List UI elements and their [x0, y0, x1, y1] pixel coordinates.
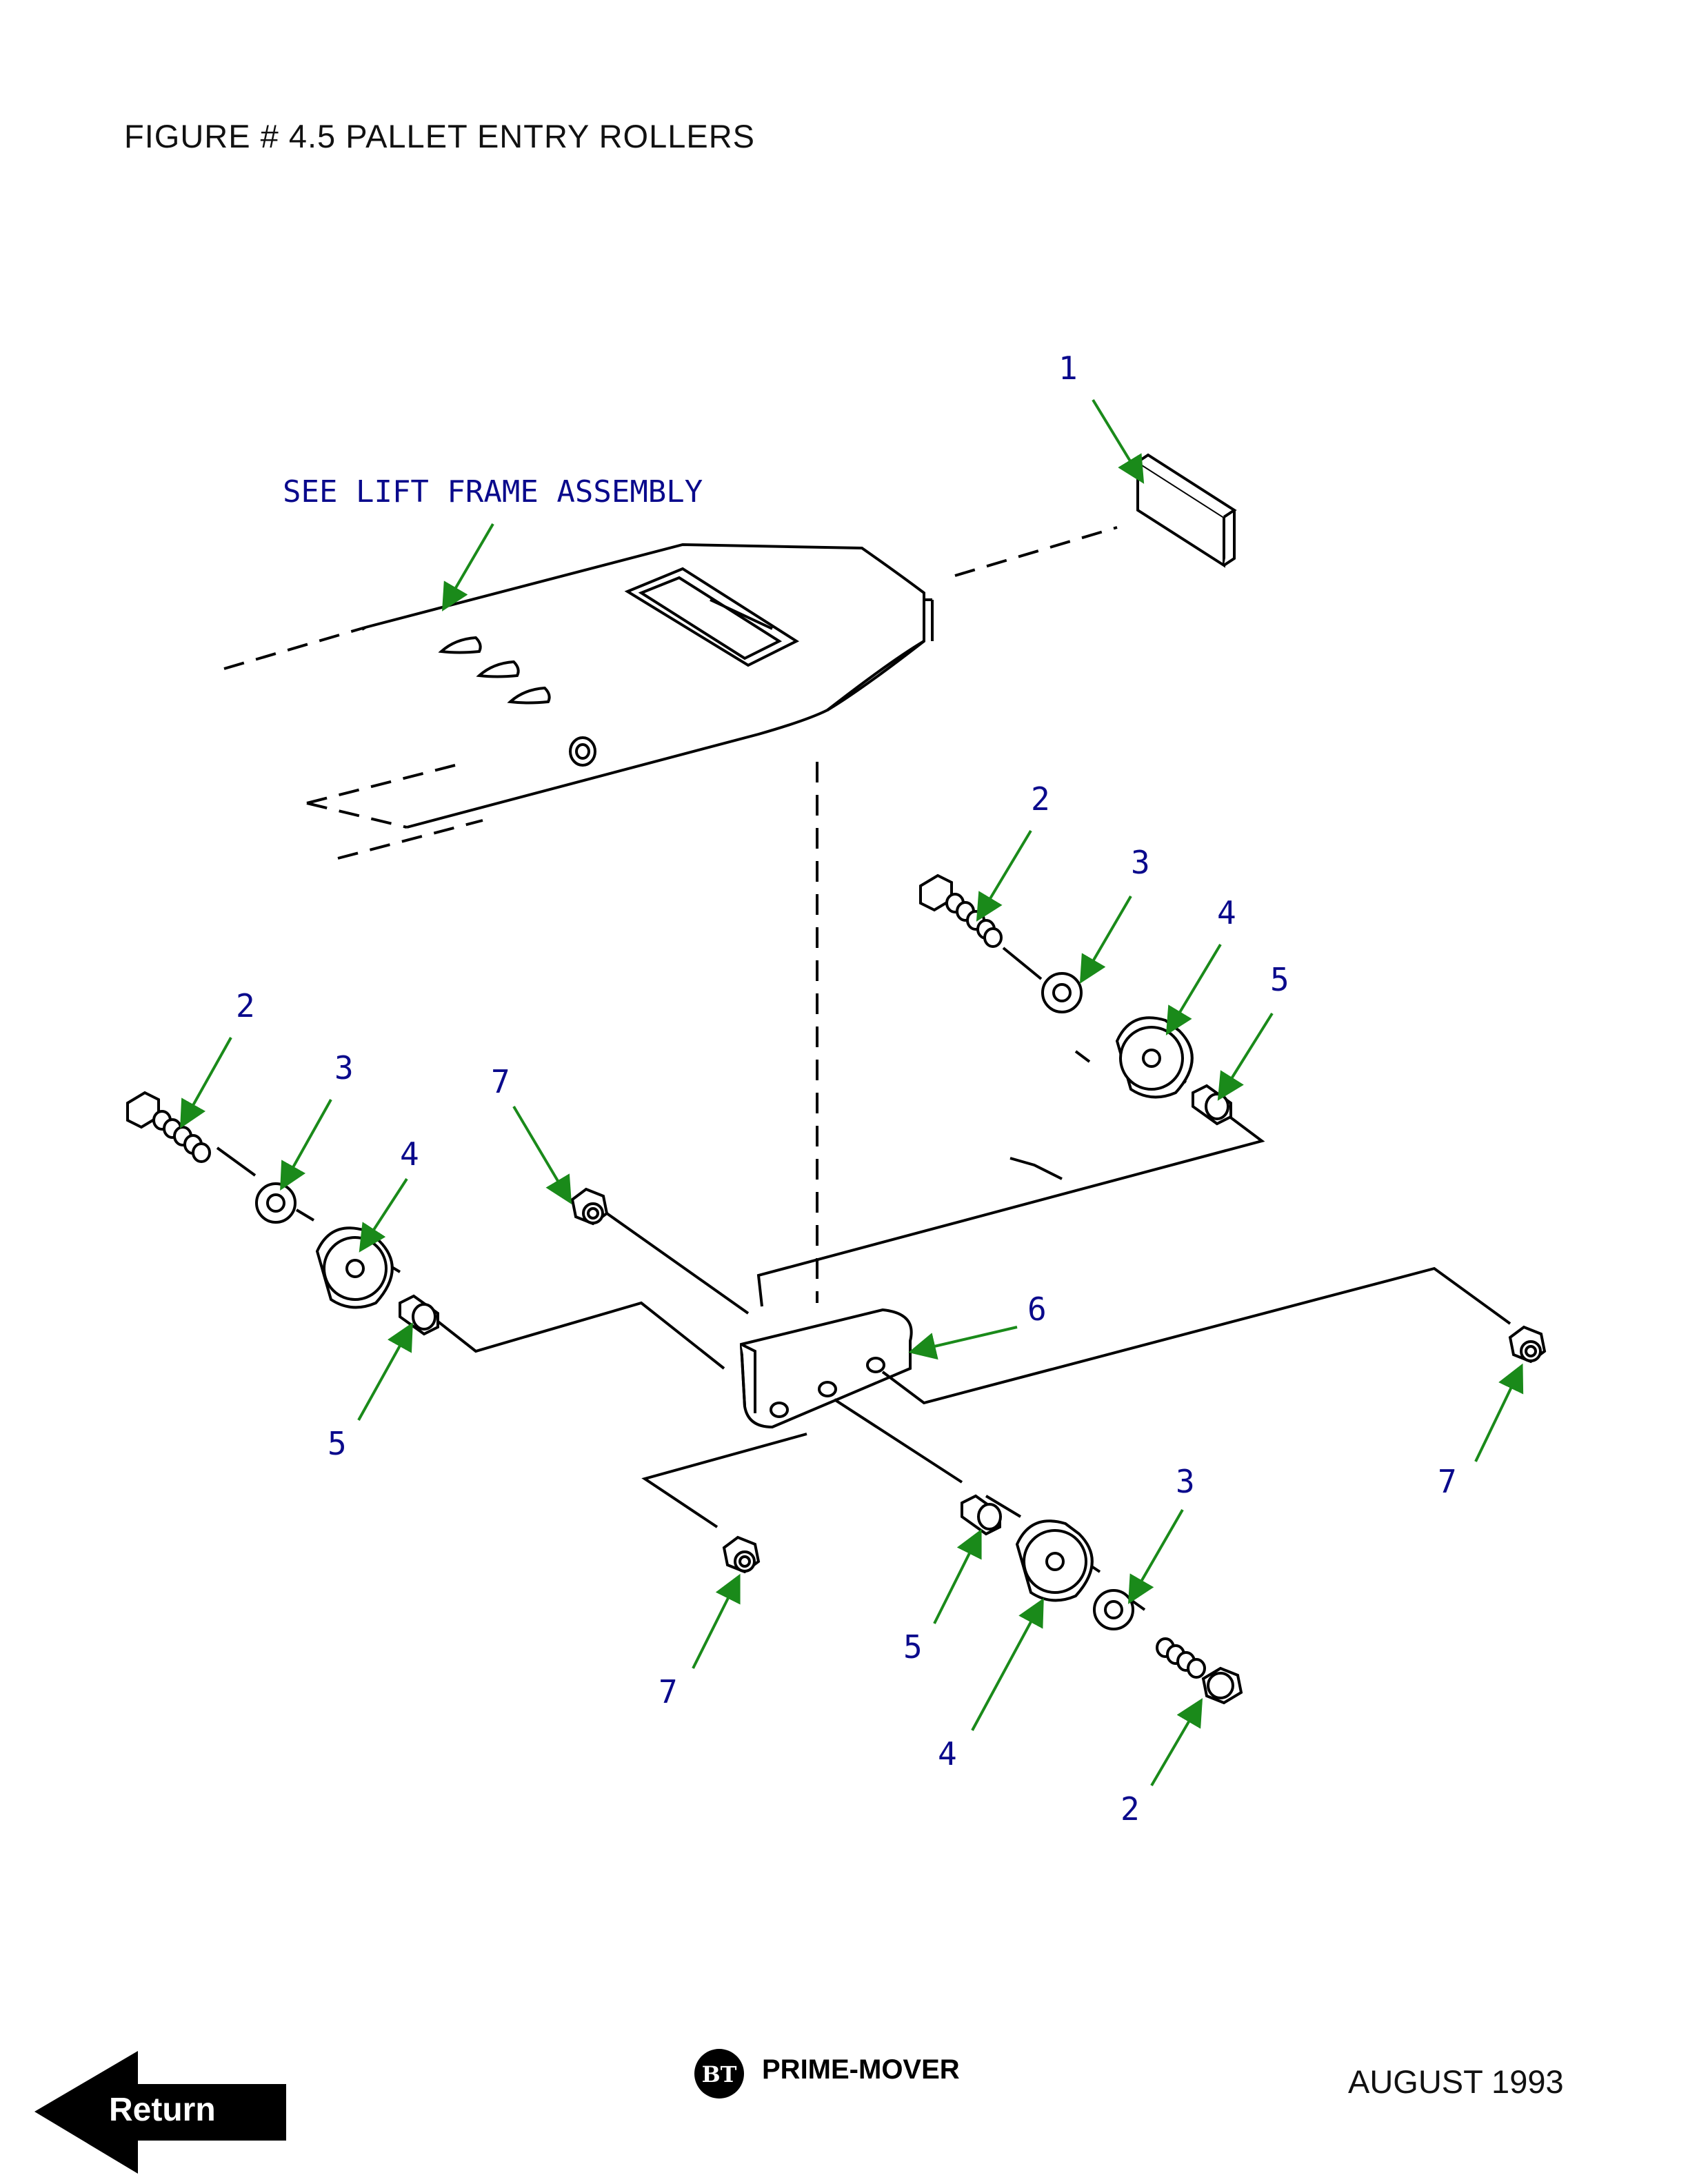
callout-4-upper: 4 [1217, 894, 1236, 931]
callout-1: 1 [1058, 350, 1078, 387]
callout-4-left: 4 [400, 1135, 419, 1173]
leader-arrows [180, 398, 1524, 1787]
callout-7-upper: 7 [491, 1063, 510, 1100]
figure-title: FIGURE # 4.5 PALLET ENTRY ROLLERS [124, 118, 756, 154]
callout-5-lower: 5 [903, 1628, 923, 1666]
callout-3-lower: 3 [1176, 1463, 1195, 1500]
callout-2-lower: 2 [1121, 1790, 1140, 1828]
callout-5-upper: 5 [1270, 961, 1289, 998]
callout-3-left: 3 [334, 1049, 354, 1086]
brand-logo: BT PRIME-MOVER [693, 2046, 996, 2101]
part-6-bracket [739, 1308, 913, 1429]
return-label: Return [109, 2092, 216, 2128]
upper-right-hardware [919, 873, 1232, 1126]
callout-3-upper: 3 [1131, 844, 1150, 881]
lower-hardware [722, 1325, 1547, 1705]
callout-2-left: 2 [236, 987, 255, 1024]
note-see-lift-frame: SEE LIFT FRAME ASSEMBLY [283, 474, 703, 509]
callout-6: 6 [1027, 1291, 1047, 1328]
publication-date: AUGUST 1993 [1348, 2063, 1564, 2100]
left-arrow-icon [34, 2051, 286, 2174]
part-1-pad [1136, 453, 1237, 568]
callout-4-lower: 4 [938, 1735, 957, 1772]
bt-logo-icon: BT [694, 2049, 744, 2099]
callout-7-lower: 7 [659, 1673, 678, 1710]
callout-2-upper: 2 [1031, 780, 1050, 818]
left-hardware [126, 1091, 609, 1336]
assembly-lines [216, 947, 1511, 1611]
brand-name: PRIME-MOVER [762, 2054, 960, 2085]
lift-frame-fork [223, 526, 1118, 860]
svg-text:BT: BT [702, 2061, 737, 2087]
callout-7-right: 7 [1438, 1463, 1457, 1500]
callout-5-left: 5 [328, 1425, 347, 1462]
return-button[interactable]: Return [28, 2051, 290, 2175]
